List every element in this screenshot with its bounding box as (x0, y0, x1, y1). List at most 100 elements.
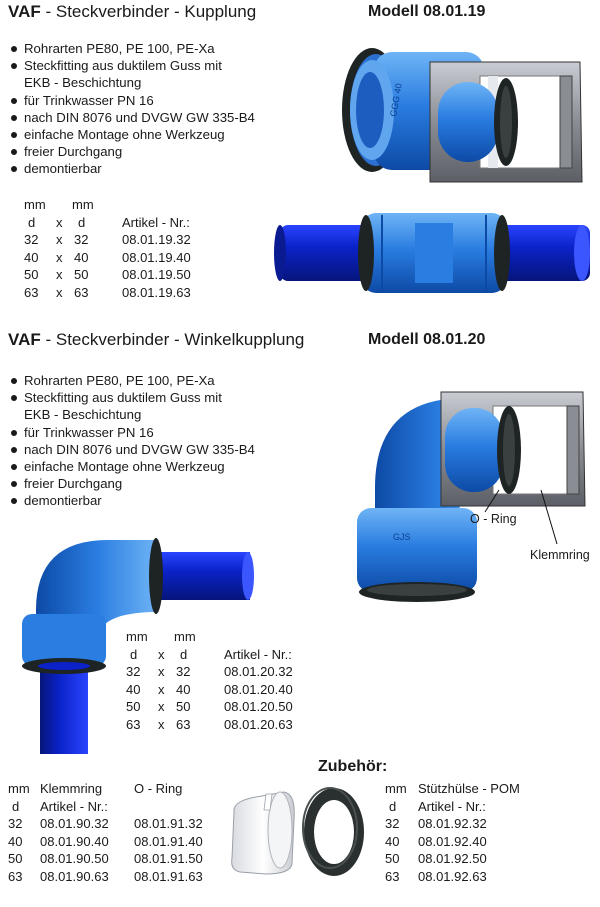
table-cell: Artikel - Nr.: (224, 646, 292, 662)
table-cell: 63 (74, 284, 89, 300)
section2-brand: VAF (8, 330, 41, 349)
table-row: 50 x 50 08.01.20.50 (126, 698, 326, 716)
table-cell: 50 (8, 851, 23, 866)
table-cell: 08.01.91.63 (134, 868, 203, 884)
table-cell: 08.01.92.32 (418, 816, 487, 831)
oring-icon (302, 787, 364, 876)
section1-title: VAF - Steckverbinder - Kupplung (8, 2, 256, 22)
table-cell: 08.01.90.32 (40, 816, 109, 831)
table-cell: 08.01.20.40 (224, 681, 293, 697)
coupling-with-pipes-illustration (274, 213, 590, 293)
table-cell: 50 (24, 267, 39, 282)
feature-item: einfache Montage ohne Werkzeug (10, 126, 255, 143)
bullet-icon (11, 464, 17, 471)
feature-item: für Trinkwasser PN 16 (10, 424, 255, 441)
table-cell: 32 (126, 664, 141, 679)
table-cell: d (78, 214, 86, 230)
table-header-row: mm Klemmring O - Ring (8, 780, 238, 798)
table-cell: 08.01.90.63 (40, 868, 109, 884)
section1-title-text: - Steckverbinder - Kupplung (40, 2, 257, 21)
table-subheader-row: d Artikel - Nr.: (8, 798, 238, 816)
table-cell: 08.01.19.32 (122, 232, 191, 247)
accessories-left-table: mm Klemmring O - Ring d Artikel - Nr.: 3… (8, 780, 238, 885)
table-cell: 08.01.91.40 (134, 833, 203, 849)
accessory-rings-illustration (231, 787, 364, 876)
feature-item: für Trinkwasser PN 16 (10, 92, 255, 109)
coupling-cutaway-illustration: GGG 40 (342, 48, 583, 183)
table-cell: x (56, 232, 63, 247)
table-cell: 32 (8, 816, 23, 831)
table-cell: 08.01.92.40 (418, 833, 487, 849)
feature-item: demontierbar (10, 492, 255, 509)
table-cell: x (158, 646, 165, 662)
bullet-icon (11, 166, 17, 173)
table-cell: x (56, 284, 63, 300)
bullet-icon (11, 481, 17, 488)
table-cell: d (12, 798, 20, 814)
table-cell: 40 (126, 681, 141, 697)
table-cell: 32 (24, 232, 39, 247)
bullet-icon (11, 63, 17, 70)
table-cell: 40 (8, 833, 23, 849)
table-cell: 08.01.20.63 (224, 716, 293, 732)
table-row: 40 08.01.92.40 (385, 833, 595, 851)
table-subheader-row: d Artikel - Nr.: (385, 798, 595, 816)
table-unit-row: mm mm (22, 196, 222, 214)
table-cell: 50 (176, 699, 191, 714)
bullet-icon (11, 149, 17, 156)
table-cell: 50 (74, 267, 89, 282)
feature-item: einfache Montage ohne Werkzeug (10, 458, 255, 475)
table-cell: 32 (385, 816, 400, 831)
bullet-icon (11, 446, 17, 453)
table-cell: mm (24, 197, 46, 212)
table-cell: 40 (74, 249, 89, 265)
table-cell: mm (126, 629, 148, 644)
table-cell: 08.01.90.50 (40, 851, 109, 866)
bullet-icon (11, 97, 17, 104)
accessories-heading: Zubehör: (318, 758, 388, 775)
table-cell: mm (72, 197, 94, 212)
table-cell: 08.01.92.63 (418, 868, 487, 884)
table-cell: Artikel - Nr.: (122, 214, 190, 230)
table-cell: 63 (126, 716, 141, 732)
bullet-icon (11, 378, 17, 384)
feature-item: Rohrarten PE80, PE 100, PE-Xa (10, 40, 255, 57)
feature-item: Rohrarten PE80, PE 100, PE-Xa (10, 372, 255, 389)
table-cell: mm (8, 781, 30, 796)
table-cell: x (56, 214, 63, 230)
feature-item: nach DIN 8076 und DVGW GW 335-B4 (10, 109, 255, 126)
section1-brand: VAF (8, 2, 41, 21)
table-cell: x (158, 699, 165, 714)
section2-model: Modell 08.01.20 (368, 331, 486, 348)
table-cell: 40 (176, 681, 191, 697)
oring-leader-line (484, 489, 500, 513)
table-cell: 40 (385, 833, 400, 849)
table-cell: 50 (126, 699, 141, 714)
table-cell: 08.01.19.50 (122, 267, 191, 282)
table-cell: 08.01.20.50 (224, 699, 293, 714)
bullet-icon (11, 395, 17, 402)
table-cell: Artikel - Nr.: (418, 798, 486, 814)
section2-feature-list: Rohrarten PE80, PE 100, PE-Xa Steckfitti… (10, 372, 255, 510)
table-cell: 40 (24, 249, 39, 265)
table-cell: d (389, 798, 397, 814)
table-cell: d (130, 646, 138, 662)
table-cell: d (28, 214, 36, 230)
table-unit-row: mm mm (126, 628, 326, 646)
bullet-icon (11, 498, 17, 505)
table-cell: mm (174, 629, 196, 644)
table-cell: 63 (176, 716, 191, 732)
table-cell: x (56, 249, 63, 265)
